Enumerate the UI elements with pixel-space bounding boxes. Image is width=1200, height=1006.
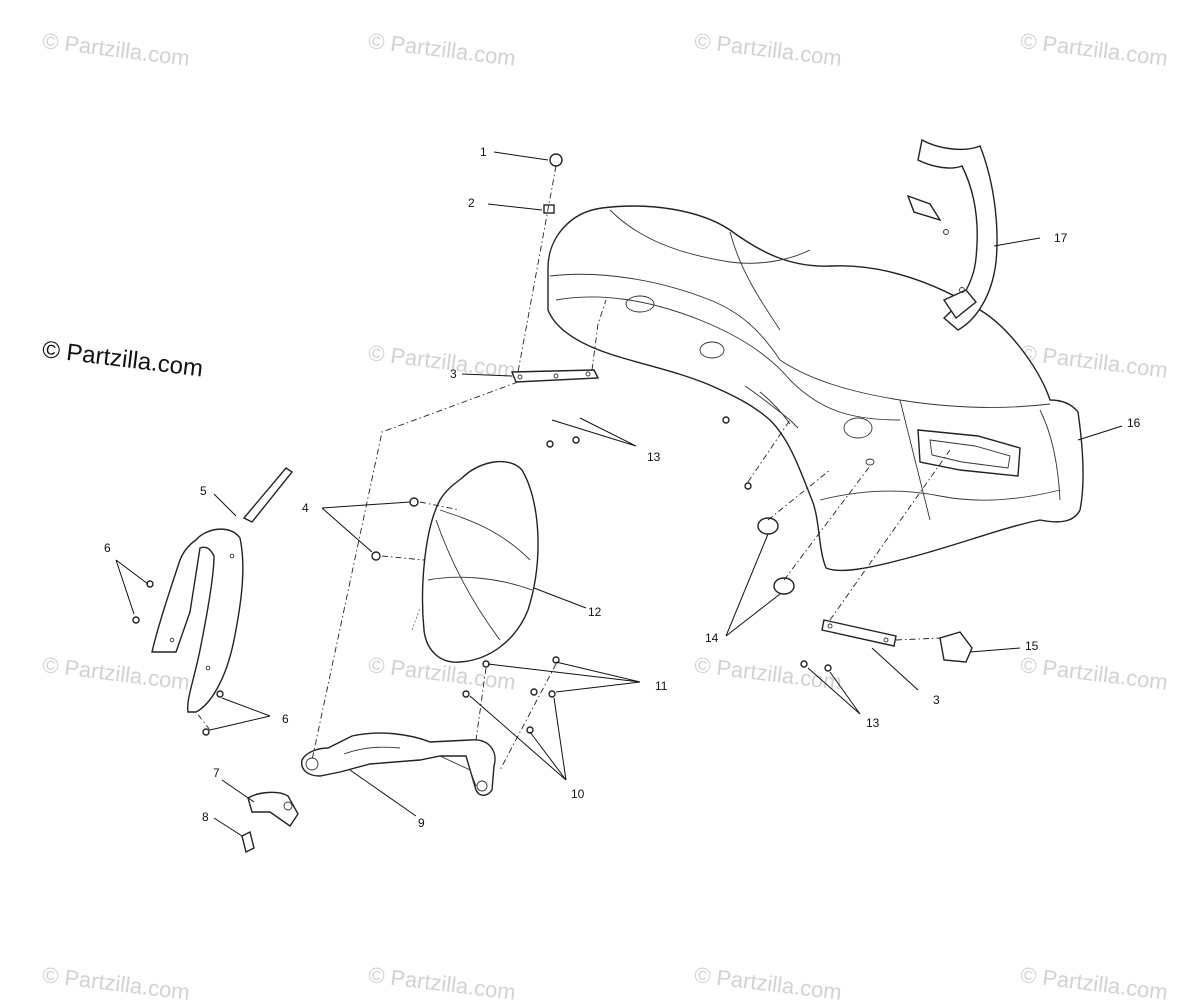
callout-10: 10 bbox=[571, 787, 585, 801]
callout-15: 15 bbox=[1025, 639, 1039, 653]
callout-1: 1 bbox=[480, 145, 487, 159]
callout-17: 17 bbox=[1054, 231, 1068, 245]
callout-16: 16 bbox=[1127, 416, 1141, 430]
callout-14: 14 bbox=[705, 631, 719, 645]
callout-6: 6 bbox=[104, 541, 111, 555]
backrest-pad-part-12 bbox=[421, 460, 539, 663]
latch-part-7 bbox=[247, 791, 299, 827]
callout-13: 13 bbox=[647, 450, 661, 464]
callout-3: 3 bbox=[450, 367, 457, 381]
callout-6: 6 bbox=[282, 712, 289, 726]
bracket-part-17 bbox=[906, 138, 998, 331]
callout-12: 12 bbox=[588, 605, 602, 619]
callout-7: 7 bbox=[213, 766, 220, 780]
callout-9: 9 bbox=[418, 816, 425, 830]
callout-5: 5 bbox=[200, 484, 207, 498]
leader-lines bbox=[115, 151, 1123, 837]
callout-3: 3 bbox=[933, 693, 940, 707]
screw-part-8 bbox=[241, 830, 255, 854]
fastener-group bbox=[132, 153, 973, 736]
backrest-frame-part-5 bbox=[151, 467, 294, 713]
callout-8: 8 bbox=[202, 810, 209, 824]
assembly-lines bbox=[195, 165, 951, 771]
callout-13: 13 bbox=[866, 716, 880, 730]
mounting-bracket-part-9 bbox=[301, 732, 496, 796]
seat-part-16 bbox=[547, 205, 1084, 572]
callout-2: 2 bbox=[468, 196, 475, 210]
callout-11: 11 bbox=[655, 679, 668, 693]
callout-4: 4 bbox=[302, 501, 309, 515]
